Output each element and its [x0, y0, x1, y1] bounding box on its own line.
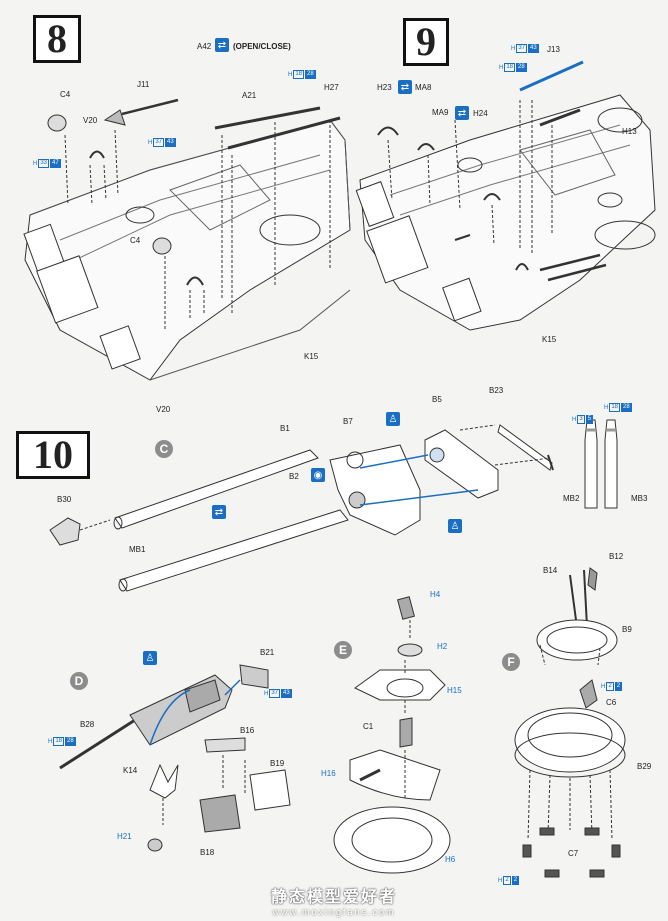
label-b19: B19 [270, 759, 285, 768]
step-number-8: 8 [33, 15, 81, 63]
label-b21: B21 [260, 648, 275, 657]
sub-f-drawing [514, 567, 626, 878]
label-a21: A21 [242, 91, 257, 100]
label-b12: B12 [609, 552, 624, 561]
glue-icon: ♙ [143, 651, 157, 665]
label-v20: V20 [156, 405, 171, 414]
label-mb2: MB2 [563, 494, 580, 503]
label-h21: H21 [117, 832, 132, 841]
label-a42: A42 [197, 42, 212, 51]
step-number-9: 9 [403, 18, 449, 66]
label-b2: B2 [289, 472, 299, 481]
label-c6: C6 [606, 698, 617, 707]
sub-assembly-e: E [334, 641, 352, 659]
watermark-url: www.moxingfans.com [272, 907, 396, 917]
step9-hull-drawing [355, 60, 656, 331]
label-h13: H13 [622, 127, 637, 136]
label-b29: B29 [637, 762, 652, 771]
label-b7: B7 [343, 417, 353, 426]
step10-drawing [49, 419, 618, 592]
choose-icon: ⇄ [215, 38, 229, 52]
label-h15: H15 [447, 686, 462, 695]
label-j13: J13 [547, 45, 560, 54]
choose-icon: ⇄ [455, 106, 469, 120]
label-b30: B30 [57, 495, 72, 504]
choose-icon: ⇄ [212, 505, 226, 519]
choose-icon: ⇄ [398, 80, 412, 94]
watermark-title: 静态模型爱好者 [270, 889, 397, 906]
label-b1: B1 [280, 424, 290, 433]
label-b16: B16 [240, 726, 255, 735]
sub-assembly-d: D [70, 672, 88, 690]
sub-assembly-c: C [155, 440, 173, 458]
label-h27: H27 [324, 83, 339, 92]
label-k15: K15 [304, 352, 319, 361]
sub-e-drawing [333, 596, 451, 874]
label-b18: B18 [200, 848, 215, 857]
label-ma8: MA8 [415, 83, 432, 92]
label-h16: H16 [321, 769, 336, 778]
label-c4: C4 [130, 236, 141, 245]
sub-assembly-f: F [502, 653, 520, 671]
drop-icon: ◉ [311, 468, 325, 482]
label-h24: H24 [473, 109, 488, 118]
label-c1: C1 [363, 722, 374, 731]
label-h4: H4 [430, 590, 441, 599]
label-v20: V20 [83, 116, 98, 125]
step8-hull-drawing [23, 98, 351, 381]
label-b5: B5 [432, 395, 442, 404]
label-c7: C7 [568, 849, 579, 858]
label-h23: H23 [377, 83, 392, 92]
label-c4: C4 [60, 90, 71, 99]
label-ma9: MA9 [432, 108, 449, 117]
glue-icon: ♙ [448, 519, 462, 533]
label-b28: B28 [80, 720, 95, 729]
step-number-10: 10 [16, 431, 90, 479]
label-b23: B23 [489, 386, 504, 395]
glue-icon: ♙ [386, 412, 400, 426]
label-k14: K14 [123, 766, 138, 775]
label-b14: B14 [543, 566, 558, 575]
label-j11: J11 [137, 80, 150, 89]
label-mb1: MB1 [129, 545, 146, 554]
label-b9: B9 [622, 625, 632, 634]
label-h6: H6 [445, 855, 456, 864]
label-mb3: MB3 [631, 494, 648, 503]
label-h2: H2 [437, 642, 448, 651]
open-close-note: (OPEN/CLOSE) [233, 42, 291, 51]
label-k15: K15 [542, 335, 557, 344]
watermark: 静态模型爱好者 www.moxingfans.com [0, 883, 668, 917]
sub-d-drawing [59, 664, 291, 852]
